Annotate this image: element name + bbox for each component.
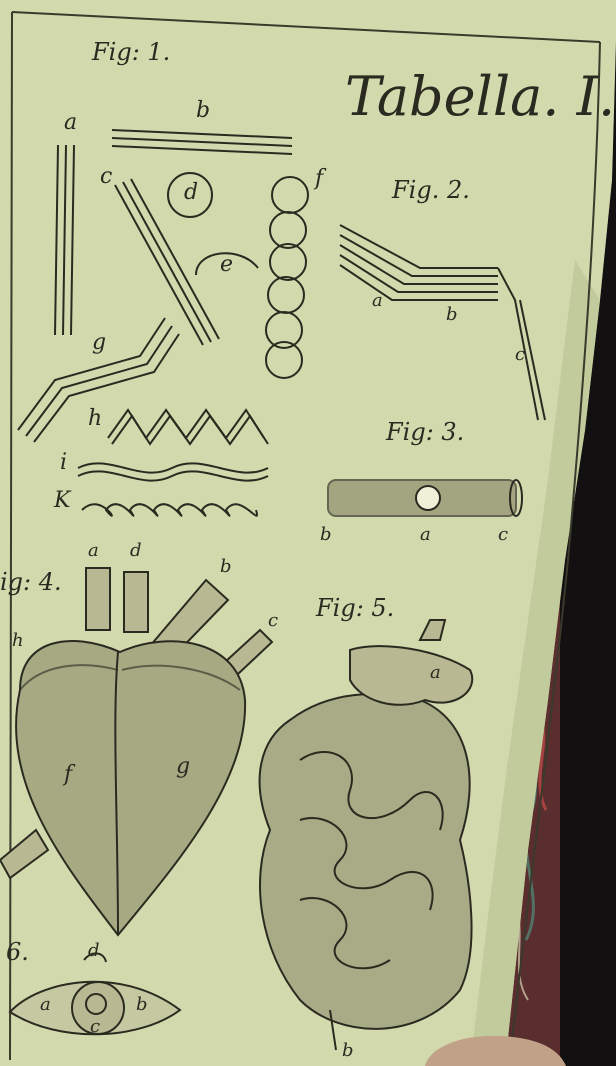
fig1-label: Fig: 1. bbox=[92, 40, 170, 64]
fig6-letter-b: b bbox=[136, 996, 148, 1014]
fig1-letter-h: h bbox=[88, 408, 102, 430]
fig4-letter-g: g bbox=[176, 756, 190, 778]
fig1-letter-b: b bbox=[196, 100, 210, 122]
fig4-label: ig: 4. bbox=[0, 570, 62, 594]
plate-title: Tabella. I. bbox=[345, 70, 615, 124]
fig6-label: 6. bbox=[6, 940, 29, 964]
fig3-letter-c: c bbox=[498, 526, 508, 544]
fig1-letter-f: f bbox=[315, 168, 323, 190]
fig1-letter-i: i bbox=[60, 452, 67, 474]
fig4-letter-b: b bbox=[220, 558, 232, 576]
fig1-letter-e: e bbox=[220, 254, 233, 276]
fig2-letter-c: c bbox=[515, 346, 525, 364]
fig6-letter-d: d bbox=[88, 942, 100, 960]
fig1-letter-d: d bbox=[184, 182, 198, 204]
fig1-letter-g: g bbox=[92, 332, 106, 354]
fig1-letter-a: a bbox=[64, 112, 77, 134]
fig3-letter-b: b bbox=[320, 526, 332, 544]
fig4-letter-c: c bbox=[268, 612, 278, 630]
fig6-letter-a: a bbox=[40, 996, 51, 1014]
fig5-letter-b: b bbox=[342, 1042, 354, 1060]
fig1-letter-K: K bbox=[54, 490, 70, 512]
fig3-letter-a: a bbox=[420, 526, 431, 544]
fig6-letter-c: c bbox=[90, 1018, 100, 1036]
fig5-label: Fig: 5. bbox=[316, 596, 394, 620]
fig1-letter-c: c bbox=[100, 166, 112, 188]
fig3-label: Fig: 3. bbox=[386, 420, 464, 444]
fig2-letter-a: a bbox=[372, 292, 383, 310]
fig2-label: Fig. 2. bbox=[392, 178, 470, 202]
fig5-letter-a: a bbox=[430, 664, 441, 682]
fig3-drawing bbox=[328, 480, 522, 516]
fig4-letter-h: h bbox=[12, 632, 24, 650]
fig4-letter-d: d bbox=[130, 542, 142, 560]
fig2-letter-b: b bbox=[446, 306, 458, 324]
fig4-letter-f: f bbox=[64, 764, 72, 786]
fig4-letter-a: a bbox=[88, 542, 99, 560]
